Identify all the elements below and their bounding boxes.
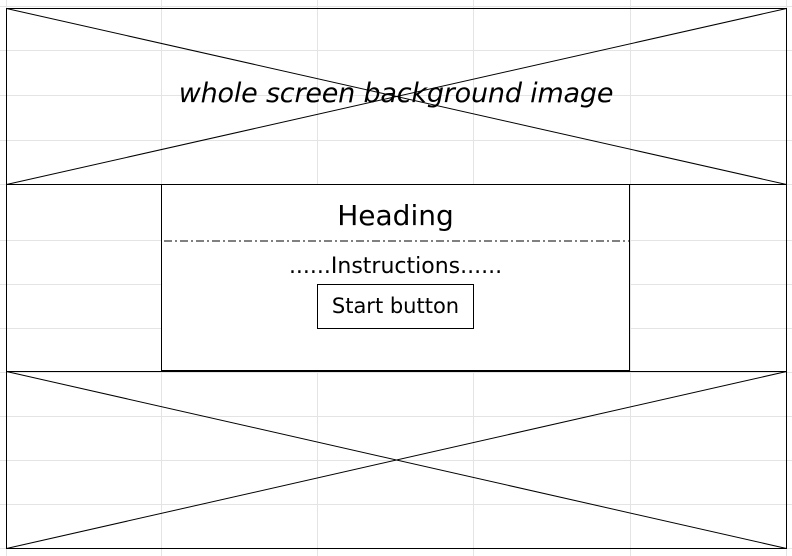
bottom-cross-line-2	[6, 371, 787, 549]
dialog-heading: Heading	[337, 199, 454, 232]
top-cross-line-2	[6, 8, 787, 185]
start-dialog: Heading ......Instructions...... Start b…	[161, 184, 630, 371]
screen-outline	[6, 8, 787, 549]
background-image-label: whole screen background image	[178, 78, 614, 109]
dialog-instructions: ......Instructions......	[288, 254, 503, 279]
start-button[interactable]: Start button	[317, 284, 474, 329]
heading-divider	[164, 240, 629, 242]
